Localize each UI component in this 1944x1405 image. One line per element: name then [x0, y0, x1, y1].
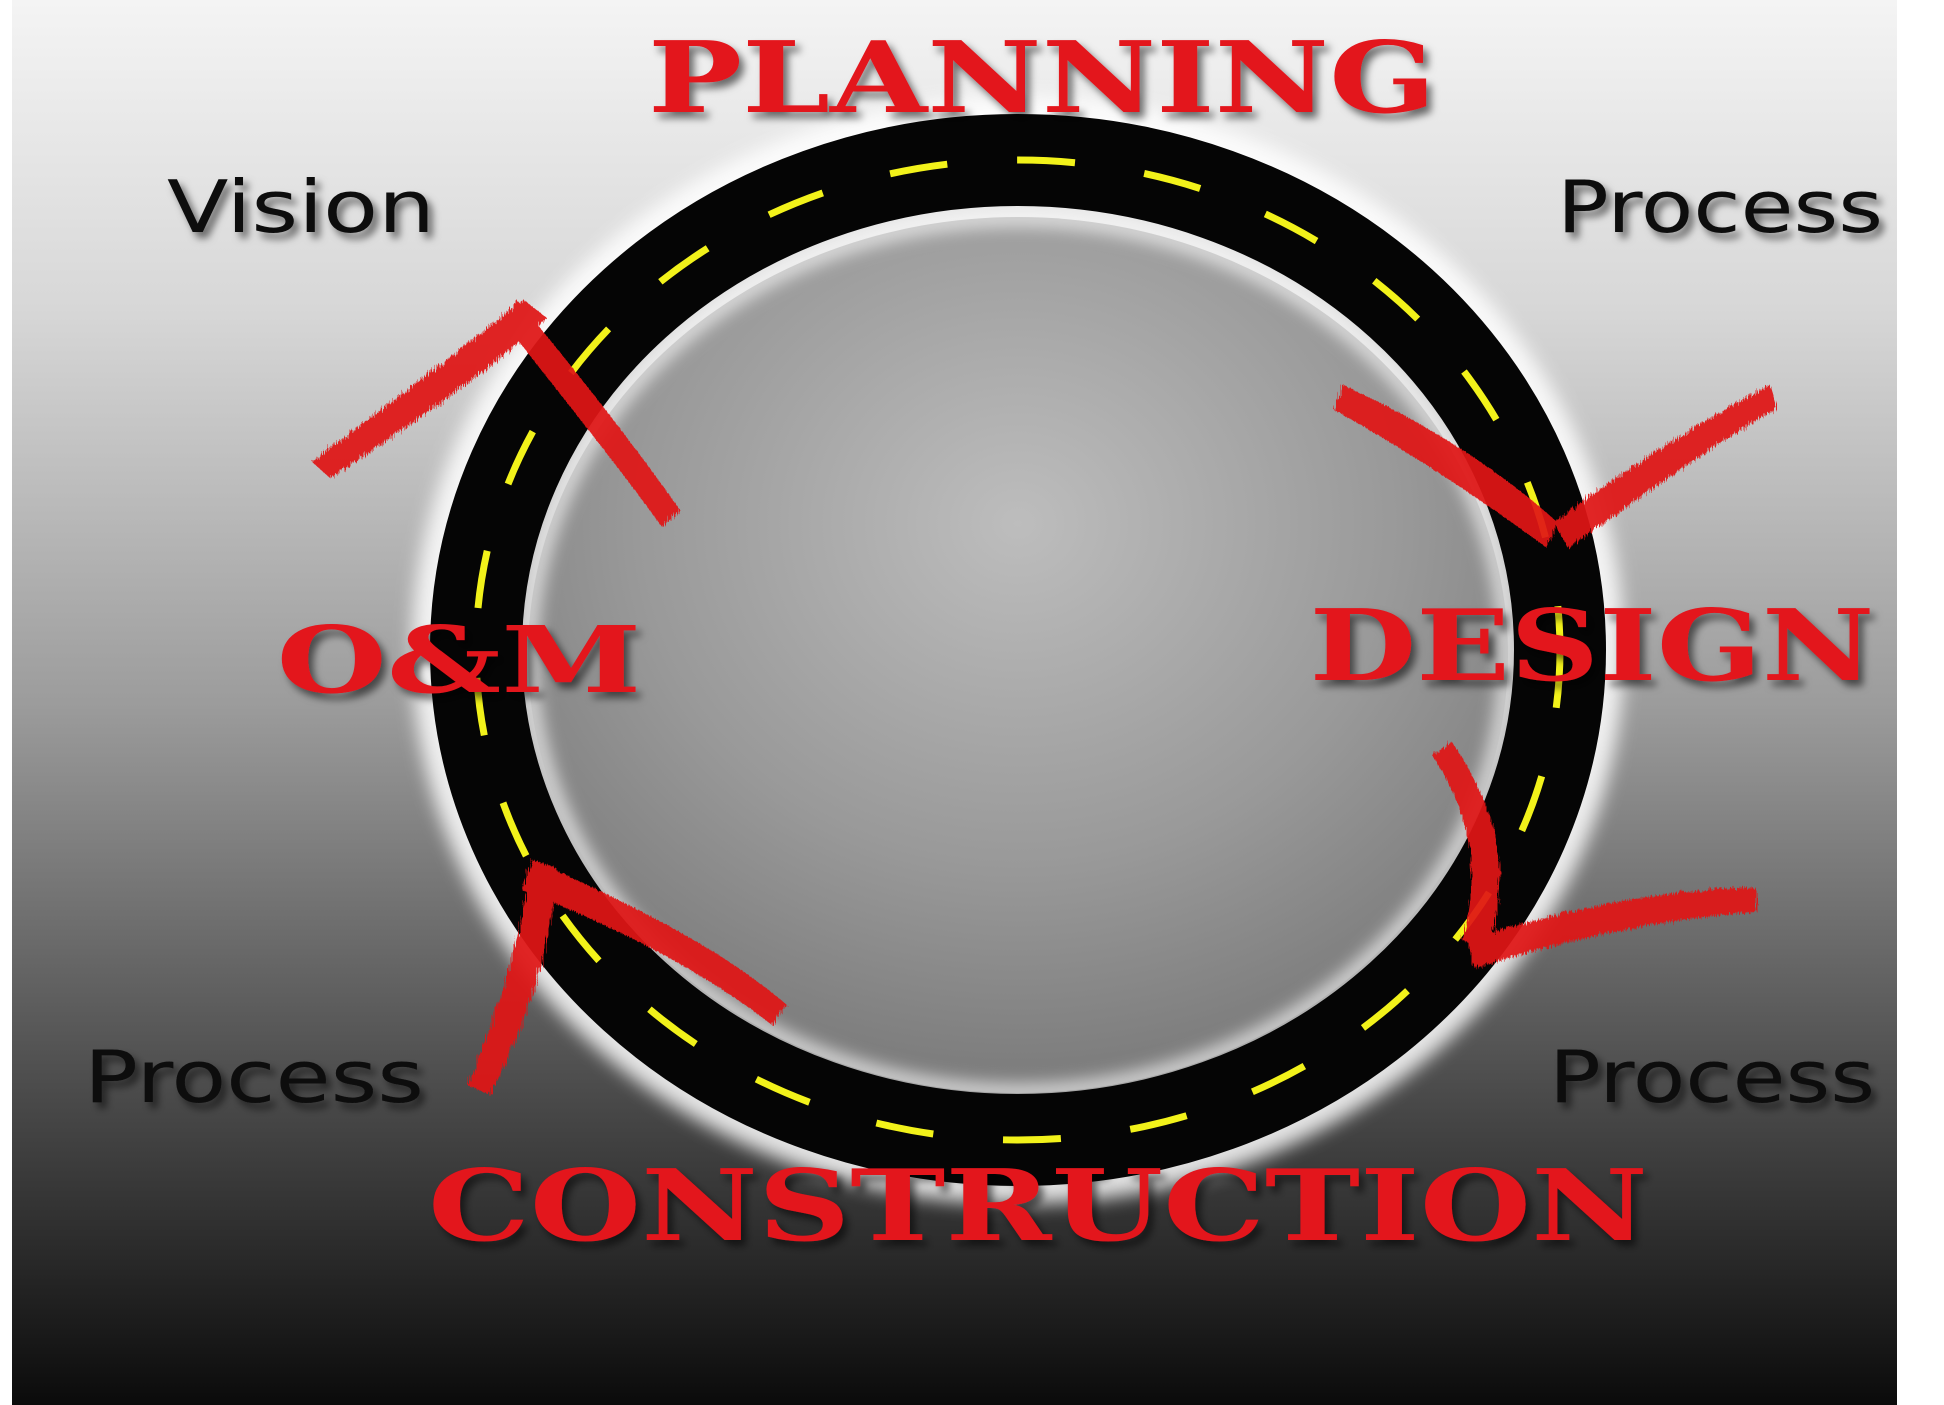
lane-marking [472, 156, 1564, 1144]
label-process-bottom-left: Process [84, 1035, 424, 1119]
lifecycle-diagram: PLANNING DESIGN CONSTRUCTION O&M Vision … [12, 0, 1897, 1405]
label-process-top-right: Process [1557, 165, 1883, 249]
label-process-bottom-right: Process [1549, 1035, 1875, 1119]
stage-om: O&M [277, 606, 642, 714]
diagram-frame: PLANNING DESIGN CONSTRUCTION O&M Vision … [12, 0, 1897, 1405]
label-vision: Vision [167, 165, 435, 249]
stage-construction: CONSTRUCTION [428, 1149, 1648, 1264]
arrow-top-right [1334, 385, 1777, 548]
ring-center [528, 217, 1508, 1093]
arrow-bottom-left [467, 860, 787, 1095]
stage-design: DESIGN [1310, 589, 1875, 704]
ring-inner-highlight [521, 210, 1515, 1100]
stage-planning: PLANNING [648, 21, 1436, 136]
arrow-bottom-right [1432, 742, 1757, 968]
arrow-top-left [312, 300, 680, 527]
